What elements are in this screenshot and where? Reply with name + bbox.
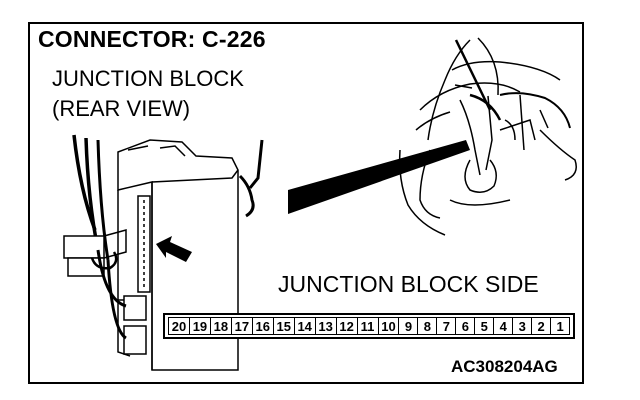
connector-pin-20: 20 bbox=[168, 317, 190, 335]
pointer-wedge bbox=[288, 140, 470, 214]
connector-pin-3: 3 bbox=[512, 317, 533, 335]
connector-pin-17: 17 bbox=[230, 317, 253, 335]
connector-title: CONNECTOR: C-226 bbox=[38, 26, 266, 52]
connector-pin-13: 13 bbox=[314, 317, 337, 335]
connector-pin-19: 19 bbox=[188, 317, 211, 335]
connector-pin-12: 12 bbox=[335, 317, 358, 335]
connector-pin-6: 6 bbox=[455, 317, 476, 335]
connector-pin-9: 9 bbox=[398, 317, 419, 335]
connector-pin-4: 4 bbox=[493, 317, 514, 335]
connector-pin-11: 11 bbox=[356, 317, 379, 335]
junction-block-side-label: JUNCTION BLOCK SIDE bbox=[278, 271, 539, 297]
junction-block-label: JUNCTION BLOCK bbox=[52, 66, 244, 91]
connector-pin-16: 16 bbox=[251, 317, 274, 335]
connector-pin-2: 2 bbox=[531, 317, 552, 335]
rear-view-label: (REAR VIEW) bbox=[52, 96, 191, 121]
connector-pin-15: 15 bbox=[272, 317, 295, 335]
connector-pin-8: 8 bbox=[417, 317, 438, 335]
connector-pin-7: 7 bbox=[436, 317, 457, 335]
figure-code: AC308204AG bbox=[451, 357, 558, 376]
connector-pin-5: 5 bbox=[474, 317, 495, 335]
connector-pin-18: 18 bbox=[209, 317, 232, 335]
location-arrow bbox=[156, 236, 192, 262]
connector-pin-14: 14 bbox=[293, 317, 316, 335]
connector-pin-1: 1 bbox=[550, 317, 571, 335]
connector-pin-10: 10 bbox=[377, 317, 400, 335]
dashboard-illustration bbox=[398, 37, 577, 236]
